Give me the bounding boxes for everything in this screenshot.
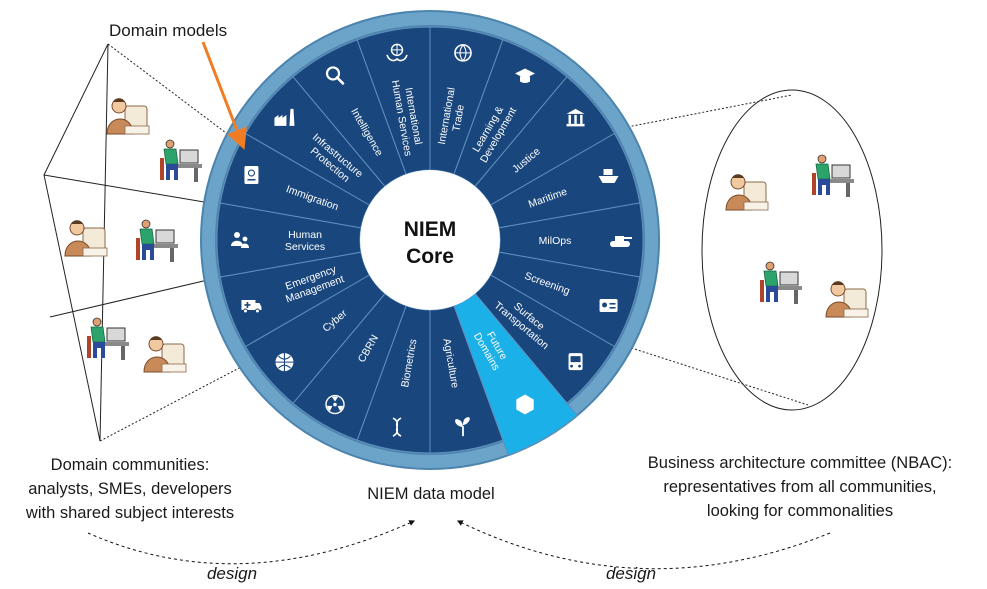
graduation-cap-icon (515, 68, 535, 83)
sprout-icon (455, 417, 470, 437)
cyber-globe-icon (275, 353, 294, 372)
hexagon-icon (516, 394, 534, 415)
design-arrow-right (456, 520, 831, 570)
hands-globe-icon (386, 43, 408, 62)
segment-label: MilOps (539, 235, 572, 247)
domain-segment-intelligence[interactable]: Intelligence (292, 39, 407, 188)
design-arrow-left (87, 520, 416, 565)
analyst-figure (143, 336, 187, 373)
ship-icon (598, 169, 619, 184)
domain-communities-label: Domain communities: analysts, SMEs, deve… (25, 456, 234, 522)
people-icon (231, 232, 249, 248)
nbac-label: Business architecture committee (NBAC): … (648, 454, 952, 520)
domain-segment-future-domains[interactable]: FutureDomains (453, 292, 578, 456)
domain-communities-line-3: with shared subject interests (25, 504, 234, 522)
passport-icon (244, 166, 259, 185)
bus-icon (568, 353, 583, 371)
core-title-line-2: Core (406, 245, 454, 268)
magnifier-icon (325, 66, 345, 85)
analyst-figure (64, 220, 108, 257)
core-title-line-1: NIEM (404, 218, 457, 241)
nbac-ellipse (701, 89, 883, 411)
dna-icon (392, 417, 402, 437)
courthouse-icon (566, 108, 585, 127)
domain-segment-biometrics[interactable]: Biometrics (356, 305, 431, 454)
radiation-icon (325, 394, 345, 415)
developer-figure (136, 219, 178, 262)
design-label-right: design (606, 564, 656, 583)
segment-label-line: Trade (450, 104, 467, 133)
domain-segment-justice[interactable]: Justice (474, 76, 616, 206)
segment-label-line: Services (285, 241, 325, 253)
nbac-line-3: looking for commonalities (707, 502, 893, 520)
domain-segment-immigration[interactable]: Immigration (219, 132, 371, 229)
domain-segment-maritime[interactable]: Maritime (489, 132, 641, 229)
developer-figure (160, 139, 202, 182)
analyst-figure (825, 281, 869, 318)
community-people (64, 98, 869, 373)
data-model-label: NIEM data model (367, 485, 494, 503)
developer-figure (812, 154, 854, 197)
domain-segment-infrastructure-protection[interactable]: InfrastructureProtection (244, 76, 386, 206)
developer-figure (760, 261, 802, 304)
domain-models-arrow (201, 41, 247, 150)
design-label-left: design (207, 564, 257, 583)
segment-label-line: Human (288, 229, 322, 241)
domain-communities-line-2: analysts, SMEs, developers (28, 480, 232, 498)
domain-segment-learning-development[interactable]: Learning &Development (453, 39, 568, 188)
nbac-line-1: Business architecture committee (NBAC): (648, 454, 952, 472)
niem-core-circle (360, 170, 500, 310)
nbac-expansion (611, 89, 883, 411)
analyst-figure (106, 98, 150, 135)
id-card-icon (599, 298, 618, 312)
developer-figure (87, 317, 129, 360)
domain-models-label: Domain models (109, 21, 227, 40)
power-plant-icon (274, 108, 295, 126)
globe-trade-icon (454, 44, 472, 62)
domain-segment-agriculture[interactable]: Agriculture (429, 305, 504, 454)
tank-icon (610, 236, 632, 247)
nbac-line-2: representatives from all communities, (663, 478, 936, 496)
analyst-figure (725, 174, 769, 211)
domain-communities-line-1: Domain communities: (51, 456, 210, 474)
ambulance-icon (241, 299, 262, 314)
segment-label-line: MilOps (539, 235, 572, 247)
